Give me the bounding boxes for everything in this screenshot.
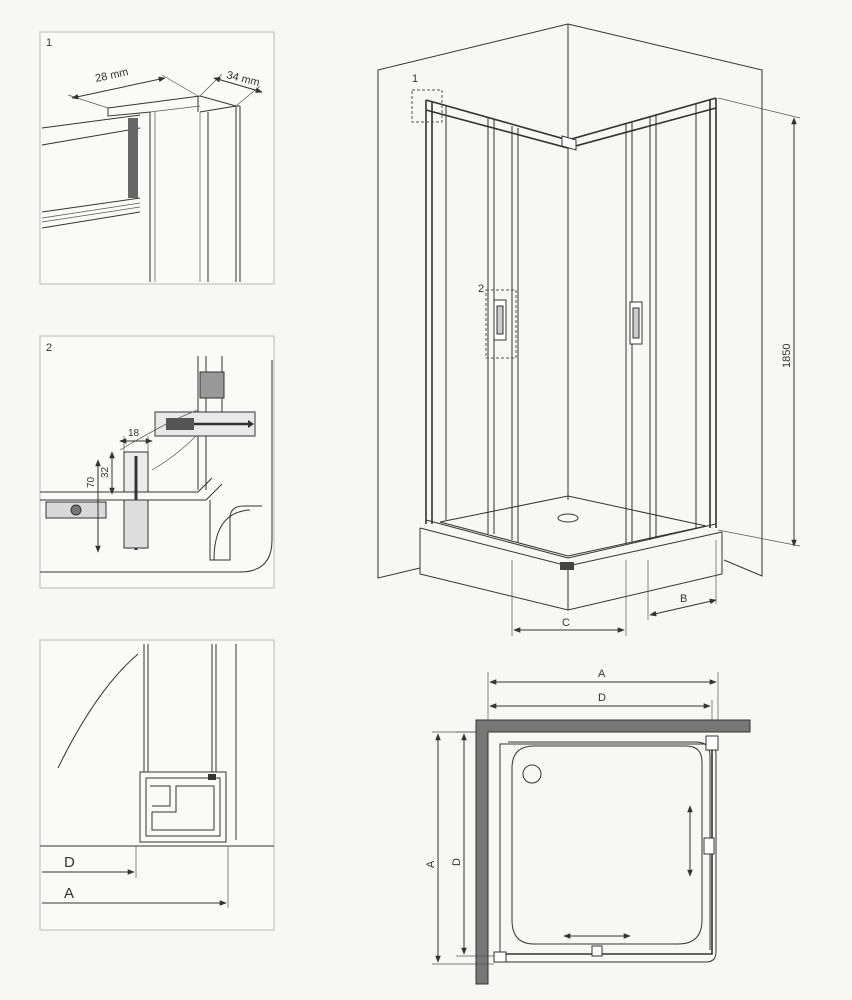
dim-18: 18 bbox=[128, 428, 140, 439]
plan-label-A-side: A bbox=[425, 860, 437, 868]
height-dimension: 1850 bbox=[717, 97, 801, 547]
plan-label-A-top: A bbox=[598, 668, 606, 680]
callout-1: 1 bbox=[412, 73, 418, 85]
cabin-frame bbox=[425, 97, 717, 559]
detail-3-profile bbox=[40, 644, 274, 847]
detail-2-panel: 2 bbox=[39, 335, 275, 589]
detail-3-label-D: D bbox=[64, 854, 75, 871]
detail-2-dimensions: 18 32 70 bbox=[86, 428, 153, 553]
plan-tray bbox=[493, 735, 719, 963]
detail-3-panel: D A bbox=[39, 639, 275, 931]
label-C: C bbox=[562, 617, 570, 629]
detail-2-number: 2 bbox=[46, 342, 52, 354]
detail-3-dimensions: D A bbox=[42, 846, 229, 908]
door-handles bbox=[493, 299, 643, 345]
height-1850: 1850 bbox=[781, 344, 793, 368]
dim-32: 32 bbox=[100, 466, 111, 478]
plan-dimensions-side: A D bbox=[425, 731, 494, 965]
plan-dimensions-top: A D bbox=[487, 668, 719, 722]
label-B: B bbox=[680, 593, 687, 605]
detail-2-floor-profile bbox=[40, 409, 262, 561]
detail-3-label-A: A bbox=[64, 885, 74, 902]
detail-1-panel: 1 28 mm bbox=[39, 31, 275, 285]
callout-2: 2 bbox=[478, 283, 484, 295]
plan-label-D-side: D bbox=[451, 858, 463, 866]
cabin-callouts: 1 2 bbox=[411, 73, 517, 359]
dimension-B: B bbox=[647, 540, 717, 620]
shower-tray bbox=[419, 495, 723, 611]
dimension-C: C bbox=[511, 560, 627, 636]
plan-label-D-top: D bbox=[598, 692, 606, 704]
plan-view: A D A bbox=[425, 668, 751, 985]
detail-1-number: 1 bbox=[46, 37, 52, 49]
dim-70: 70 bbox=[86, 476, 97, 488]
detail-1-rail bbox=[41, 114, 141, 229]
shower-cabin-3d: 1 2 1850 B C bbox=[377, 23, 801, 636]
detail-1-profile bbox=[107, 95, 241, 282]
detail-1-dimensions: 28 mm 34 mm bbox=[67, 66, 263, 109]
plan-walls bbox=[475, 719, 751, 985]
